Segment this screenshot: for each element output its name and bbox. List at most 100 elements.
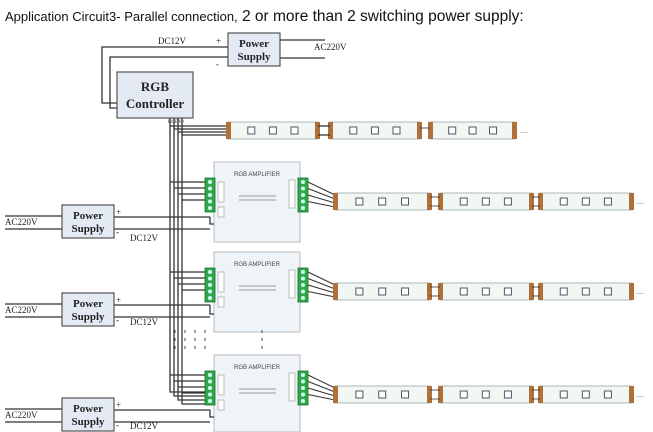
output-wire [307, 181, 336, 196]
led-chip [503, 287, 512, 296]
strip-connector [438, 386, 443, 403]
ac220v-label: AC220V [314, 42, 347, 52]
continuation-dots: .... [636, 287, 644, 296]
terminal-screw [301, 206, 305, 210]
dc12v-label: DC12V [158, 36, 187, 46]
title-part2: 2 or more than 2 switching power supply: [237, 8, 524, 25]
strip-connector [315, 122, 320, 139]
power-supply-label: Power [73, 403, 103, 415]
led-chip [581, 287, 590, 296]
led-chip [459, 390, 468, 399]
led-chip [355, 390, 364, 399]
led-chip [401, 287, 409, 296]
output-wire [307, 291, 336, 298]
ac220v-label: AC220V [5, 410, 38, 420]
strip-connector [529, 386, 534, 403]
top-power-supply-label: Supply [237, 51, 271, 63]
bus-wire [181, 118, 205, 405]
terminal-screw [208, 186, 212, 191]
led-chip [355, 287, 364, 296]
continuation-dots: .... [636, 197, 644, 206]
power-label-plate [217, 399, 225, 411]
plus-label: + [116, 400, 121, 410]
strip-connector [438, 193, 443, 210]
rgb-amplifier-label: RGB AMPLIFIER [234, 262, 281, 268]
led-chip [378, 197, 387, 206]
minus-label: - [216, 59, 219, 69]
output-wire [307, 194, 336, 204]
controller-label: RGB [141, 79, 170, 94]
led-chip [559, 197, 568, 206]
output-wire [307, 374, 336, 389]
continuation-dots: .... [636, 390, 644, 399]
terminal-screw [208, 276, 212, 281]
output-wire [307, 381, 336, 393]
strip-connector [529, 283, 534, 300]
led-chip [581, 390, 590, 399]
plus-label: + [116, 295, 121, 305]
strip-connector [417, 122, 422, 139]
top-power-supply [227, 32, 281, 67]
strip-connector [538, 193, 543, 210]
led-chip [481, 390, 490, 399]
output-wire [307, 271, 336, 286]
bus-wire [169, 118, 205, 393]
terminal-screw [301, 386, 305, 390]
led-chip [268, 126, 277, 135]
led-chip [489, 126, 497, 135]
rgb-controller [116, 71, 194, 119]
dc12v-label: DC12V [130, 233, 159, 243]
output-wire [307, 394, 336, 401]
input-label-plate [217, 271, 225, 293]
led-chip [247, 126, 256, 135]
wire [109, 56, 228, 109]
output-wire [307, 188, 336, 200]
power-supply-label: Supply [71, 223, 105, 235]
power-wire [209, 217, 214, 225]
terminal-screw [301, 379, 305, 384]
terminal-screw [301, 193, 305, 197]
power-label-plate [217, 206, 225, 218]
terminal-screw [208, 180, 212, 184]
led-chip [481, 287, 490, 296]
power-wire [209, 410, 214, 418]
output-label-plate [288, 269, 296, 299]
title-part1: Application Circuit3- Parallel connectio… [5, 9, 238, 24]
led-chip [481, 197, 490, 206]
rgb-amplifier-label: RGB AMPLIFIER [234, 172, 281, 178]
terminal-screw [301, 270, 305, 274]
plus-label: + [216, 36, 221, 46]
led-chip [468, 126, 477, 135]
strip-connector [529, 193, 534, 210]
terminal-screw [301, 399, 305, 403]
power-supply [61, 292, 115, 327]
controller-label: Controller [126, 96, 184, 111]
top-power-supply-label: Power [239, 38, 269, 50]
led-chip [355, 197, 364, 206]
terminal-screw [208, 193, 212, 197]
plus-label: + [116, 207, 121, 217]
led-chip [378, 390, 387, 399]
terminal-screw [208, 399, 212, 403]
led-chip [603, 287, 612, 296]
strip-connector [427, 386, 432, 403]
power-supply-label: Power [73, 210, 103, 222]
terminal-screw [301, 392, 305, 397]
strip-connector [427, 193, 432, 210]
strip-connector [538, 283, 543, 300]
output-wire [307, 278, 336, 290]
strip-connector [629, 193, 634, 210]
terminal-screw [301, 296, 305, 300]
input-label-plate [217, 181, 225, 203]
terminal-screw [208, 373, 212, 377]
dc12v-label: DC12V [130, 421, 159, 431]
led-chip [559, 287, 568, 296]
terminal-screw [301, 199, 305, 204]
bus-wire [177, 118, 205, 401]
ac220v-label: AC220V [5, 217, 38, 227]
terminal-screw [301, 180, 305, 184]
diagram-title: Application Circuit3- Parallel connectio… [5, 8, 524, 26]
strip-connector [427, 283, 432, 300]
led-chip [401, 390, 409, 399]
terminal-screw [208, 386, 212, 390]
